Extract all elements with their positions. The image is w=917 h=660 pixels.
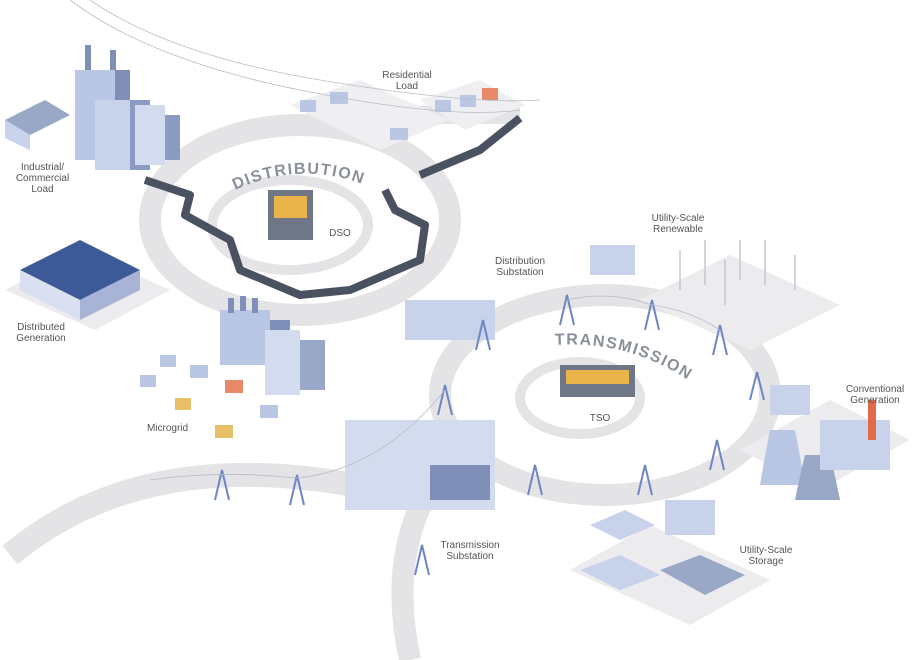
label-residential-load: Residential Load (382, 70, 432, 92)
transmission-pylons (214, 294, 765, 576)
residential-houses (300, 88, 498, 140)
storage-buildings (580, 510, 745, 595)
label-transmission-substation: Transmission Substation (440, 540, 500, 562)
dso-control-room (268, 190, 313, 240)
substations (345, 245, 810, 535)
label-distribution-substation: Distribution Substation (494, 256, 546, 278)
label-dso: DSO (329, 228, 351, 239)
solar-warehouse (20, 240, 140, 320)
label-conventional-generation: Conventional Generation (845, 384, 905, 406)
label-utility-renewable: Utility-Scale Renewable (651, 213, 705, 235)
label-utility-storage: Utility-Scale Storage (739, 545, 793, 567)
label-distributed-generation: Distributed Generation (16, 322, 66, 344)
tso-ring (515, 357, 645, 439)
wind-farm (679, 240, 796, 305)
tso-control-room (560, 365, 635, 397)
industrial-buildings (5, 45, 180, 170)
label-microgrid: Microgrid (146, 423, 189, 434)
distribution-ring (139, 114, 461, 326)
distribution-pipes (143, 114, 523, 299)
power-plant (760, 400, 890, 500)
power-lines (69, 0, 721, 481)
microgrid (140, 296, 325, 438)
label-industrial-load: Industrial/ Commercial Load (15, 162, 70, 195)
label-tso: TSO (589, 413, 611, 424)
dso-ring (207, 175, 373, 275)
